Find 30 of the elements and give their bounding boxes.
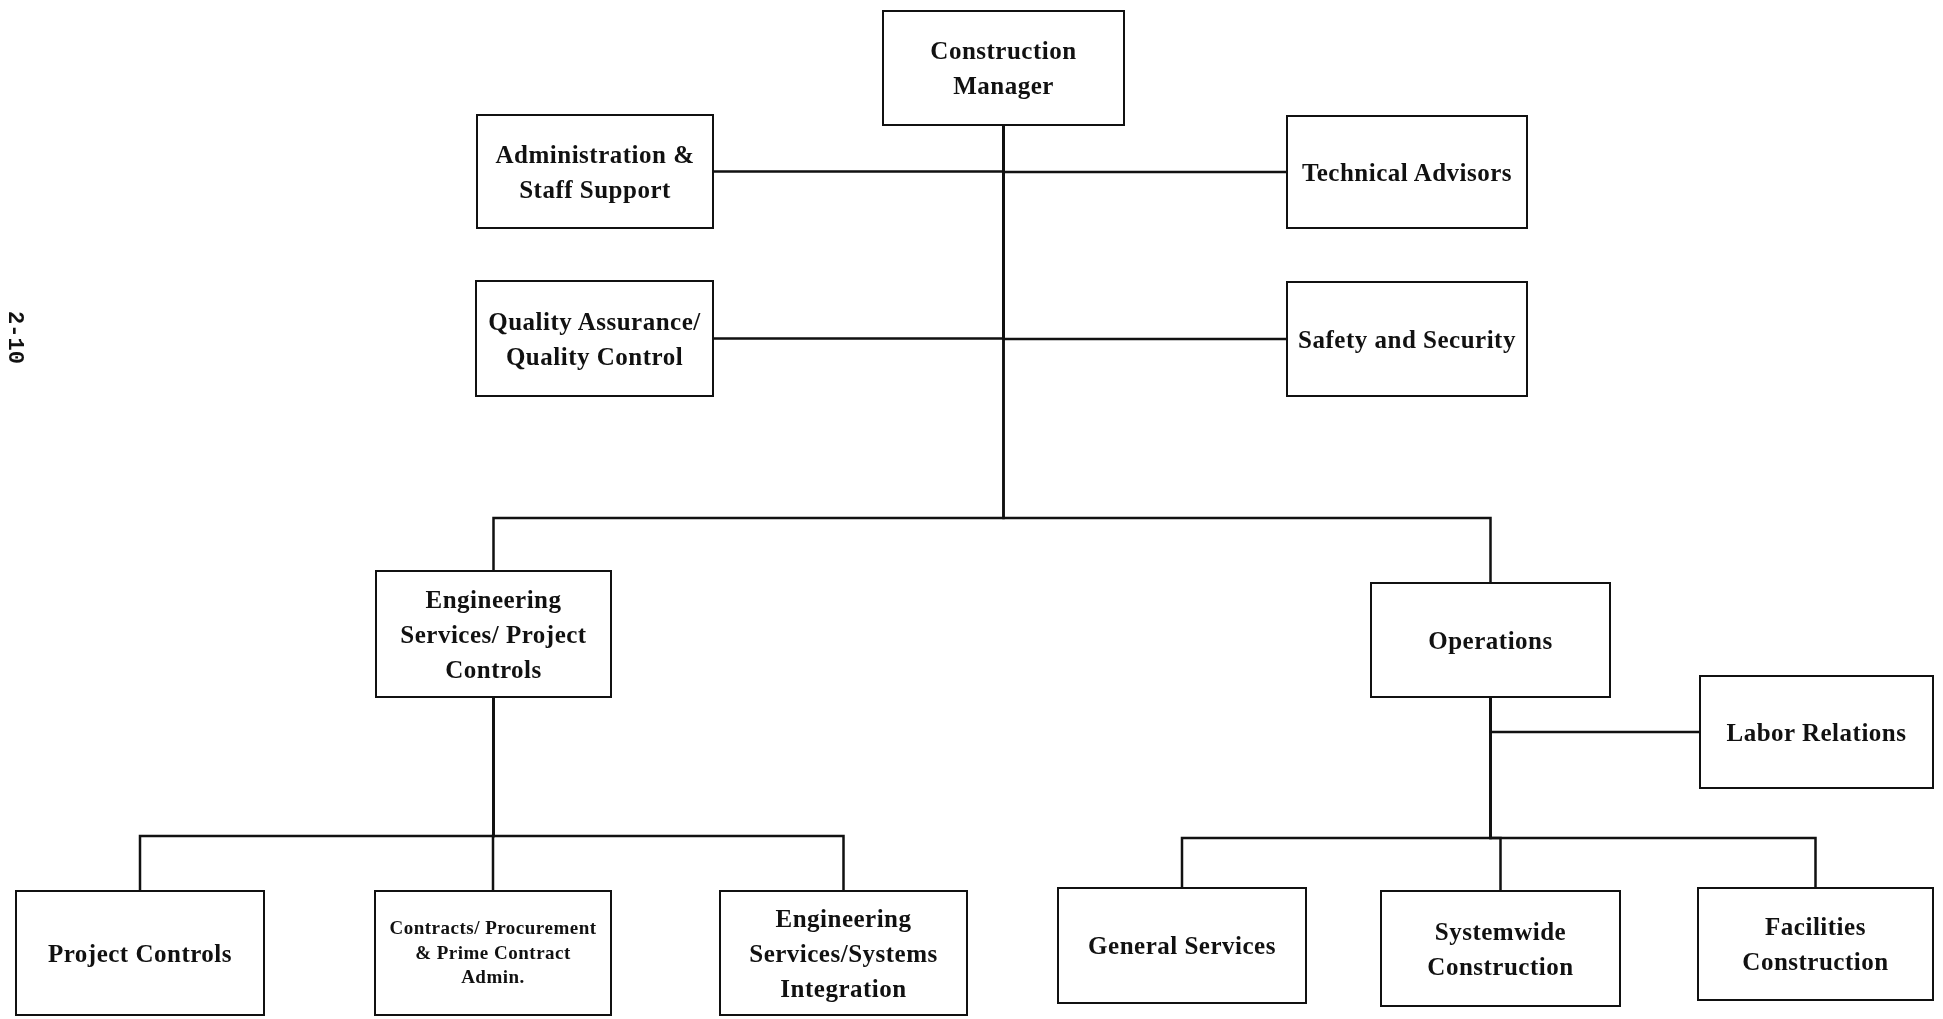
org-box: [1057, 887, 1307, 1004]
unit-label: Administration & Staff Support: [494, 139, 696, 205]
unit-label: Facilities Construction: [1741, 912, 1890, 977]
unit-label: Labor Relations: [1726, 717, 1907, 748]
unit-label: Safety and Security: [1298, 324, 1516, 355]
org-box: [1699, 675, 1934, 789]
org-box: [1286, 281, 1528, 397]
unit-label: Quality Assurance/ Quality Control: [487, 306, 702, 372]
org-box: [374, 890, 612, 1016]
unit-label: Operations: [1428, 625, 1553, 656]
org-box: [719, 890, 968, 1016]
unit-label: Engineering Services/Systems Integration: [748, 903, 939, 1004]
org-box: [15, 890, 265, 1016]
org-box: [475, 280, 714, 397]
unit-label: Construction Manager: [929, 36, 1078, 101]
unit-label: Contracts/ Procurement & Prime Contract Admin.: [388, 915, 598, 990]
unit-label: Systemwide Construction: [1426, 916, 1575, 982]
org-box: [476, 114, 714, 229]
unit-label: Engineering Services/ Project Controls: [399, 584, 588, 685]
org-box: [1380, 890, 1621, 1007]
org-box: [1370, 582, 1611, 698]
org-box: [1697, 887, 1934, 1001]
org-box: [882, 10, 1125, 126]
org-box: [375, 570, 612, 698]
org-box: [1286, 115, 1528, 229]
unit-label: Technical Advisors: [1301, 157, 1513, 188]
unit-label: General Services: [1088, 931, 1276, 961]
connector-line: [492, 698, 845, 890]
unit-label: Project Controls: [47, 938, 233, 969]
page-number: 2-10: [1, 311, 27, 364]
